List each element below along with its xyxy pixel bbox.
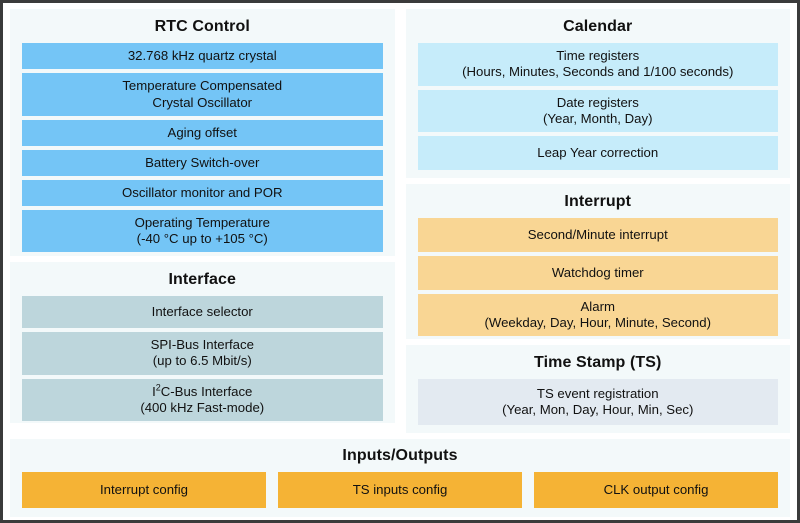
block-interface-selector[interactable]: Interface selector	[22, 296, 383, 329]
block-line-1: 32.768 kHz quartz crystal	[127, 48, 277, 64]
time-stamp-blocks: TS event registration (Year, Mon, Day, H…	[417, 379, 778, 425]
block-line-1: SPI-Bus Interface	[150, 337, 254, 353]
interrupt-blocks: Second/Minute interrupt Watchdog timer A…	[417, 218, 778, 337]
block-line-2: Crystal Oscillator	[152, 94, 253, 110]
left-column: RTC Control 32.768 kHz quartz crystal Te…	[10, 9, 395, 433]
i2c-prefix: I	[152, 383, 156, 399]
block-line-1: Alarm	[580, 299, 615, 315]
i2c-suffix: C-Bus Interface	[160, 383, 253, 399]
block-line-2: (Hours, Minutes, Seconds and 1/100 secon…	[462, 64, 734, 80]
block-line-1: Second/Minute interrupt	[527, 227, 668, 243]
panel-title-rtc-control: RTC Control	[154, 18, 250, 35]
block-interrupt-config[interactable]: Interrupt config	[22, 472, 266, 509]
rtc-control-blocks: 32.768 kHz quartz crystal Temperature Co…	[22, 43, 383, 253]
block-line-1: Interface selector	[151, 304, 253, 320]
panel-calendar: Calendar Time registers (Hours, Minutes,…	[405, 9, 790, 178]
panel-title-inputs-outputs: Inputs/Outputs	[342, 447, 458, 464]
block-ts-inputs-config[interactable]: TS inputs config	[278, 472, 522, 509]
block-line-1: Temperature Compensated	[122, 78, 283, 94]
block-line-1: Time registers	[556, 48, 640, 64]
calendar-blocks: Time registers (Hours, Minutes, Seconds …	[417, 43, 778, 170]
panel-inputs-outputs: Inputs/Outputs Interrupt config TS input…	[10, 439, 790, 517]
panel-title-interrupt: Interrupt	[564, 192, 632, 210]
block-time-registers[interactable]: Time registers (Hours, Minutes, Seconds …	[417, 43, 778, 86]
panel-time-stamp: Time Stamp (TS) TS event registration (Y…	[405, 344, 790, 433]
panel-rtc-control: RTC Control 32.768 kHz quartz crystal Te…	[10, 9, 395, 256]
block-leap-year-correction[interactable]: Leap Year correction	[417, 135, 778, 170]
block-line-1: Aging offset	[167, 124, 237, 140]
block-aging-offset[interactable]: Aging offset	[22, 119, 383, 146]
block-date-registers[interactable]: Date registers (Year, Month, Day)	[417, 89, 778, 132]
block-line-1: Date registers	[556, 94, 639, 110]
panel-interrupt: Interrupt Second/Minute interrupt Watchd…	[405, 183, 790, 339]
block-line-1: TS event registration	[536, 385, 659, 401]
panel-interface: Interface Interface selector SPI-Bus Int…	[10, 262, 395, 423]
block-line-1: Operating Temperature	[134, 214, 270, 230]
inputs-outputs-blocks: Interrupt config TS inputs config CLK ou…	[22, 472, 778, 509]
block-line-2: (Year, Mon, Day, Hour, Min, Sec)	[502, 402, 694, 418]
block-clk-output-config[interactable]: CLK output config	[534, 472, 778, 509]
panel-title-time-stamp: Time Stamp (TS)	[534, 353, 662, 371]
interface-blocks: Interface selector SPI-Bus Interface (up…	[22, 296, 383, 421]
block-line-1: CLK output config	[603, 482, 709, 498]
block-watchdog-timer[interactable]: Watchdog timer	[417, 256, 778, 291]
panel-title-interface: Interface	[168, 271, 237, 288]
diagram-columns: RTC Control 32.768 kHz quartz crystal Te…	[3, 3, 797, 433]
block-line-2: (up to 6.5 Mbit/s)	[152, 353, 252, 369]
block-alarm[interactable]: Alarm (Weekday, Day, Hour, Minute, Secon…	[417, 294, 778, 337]
block-line-1: Watchdog timer	[551, 265, 644, 281]
block-line-1: TS inputs config	[352, 482, 448, 498]
block-second-minute-interrupt[interactable]: Second/Minute interrupt	[417, 218, 778, 253]
block-line-1: I2C-Bus Interface	[140, 382, 264, 400]
block-ts-event-registration[interactable]: TS event registration (Year, Mon, Day, H…	[417, 379, 778, 425]
block-line-1: Interrupt config	[100, 482, 188, 498]
block-line-1: Leap Year correction	[537, 144, 659, 160]
block-battery-switch-over[interactable]: Battery Switch-over	[22, 149, 383, 176]
block-spi-bus-interface[interactable]: SPI-Bus Interface (up to 6.5 Mbit/s)	[22, 332, 383, 375]
right-column: Calendar Time registers (Hours, Minutes,…	[405, 9, 790, 433]
block-line-2: (Weekday, Day, Hour, Minute, Second)	[484, 315, 711, 331]
block-line-2: (-40 °C up to +105 °C)	[136, 231, 268, 247]
i2c-superscript: 2	[155, 382, 161, 393]
block-line-1: Battery Switch-over	[145, 154, 260, 170]
block-quartz-crystal[interactable]: 32.768 kHz quartz crystal	[22, 43, 383, 70]
block-line-1: Oscillator monitor and POR	[121, 184, 283, 200]
block-tcxo[interactable]: Temperature Compensated Crystal Oscillat…	[22, 73, 383, 116]
panel-title-calendar: Calendar	[563, 18, 633, 35]
block-line-2: (Year, Month, Day)	[543, 110, 653, 126]
block-operating-temperature[interactable]: Operating Temperature (-40 °C up to +105…	[22, 209, 383, 253]
block-i2c-bus-interface[interactable]: I2C-Bus Interface (400 kHz Fast-mode)	[22, 378, 383, 421]
block-oscillator-monitor-por[interactable]: Oscillator monitor and POR	[22, 179, 383, 206]
block-line-2: (400 kHz Fast-mode)	[140, 399, 265, 415]
